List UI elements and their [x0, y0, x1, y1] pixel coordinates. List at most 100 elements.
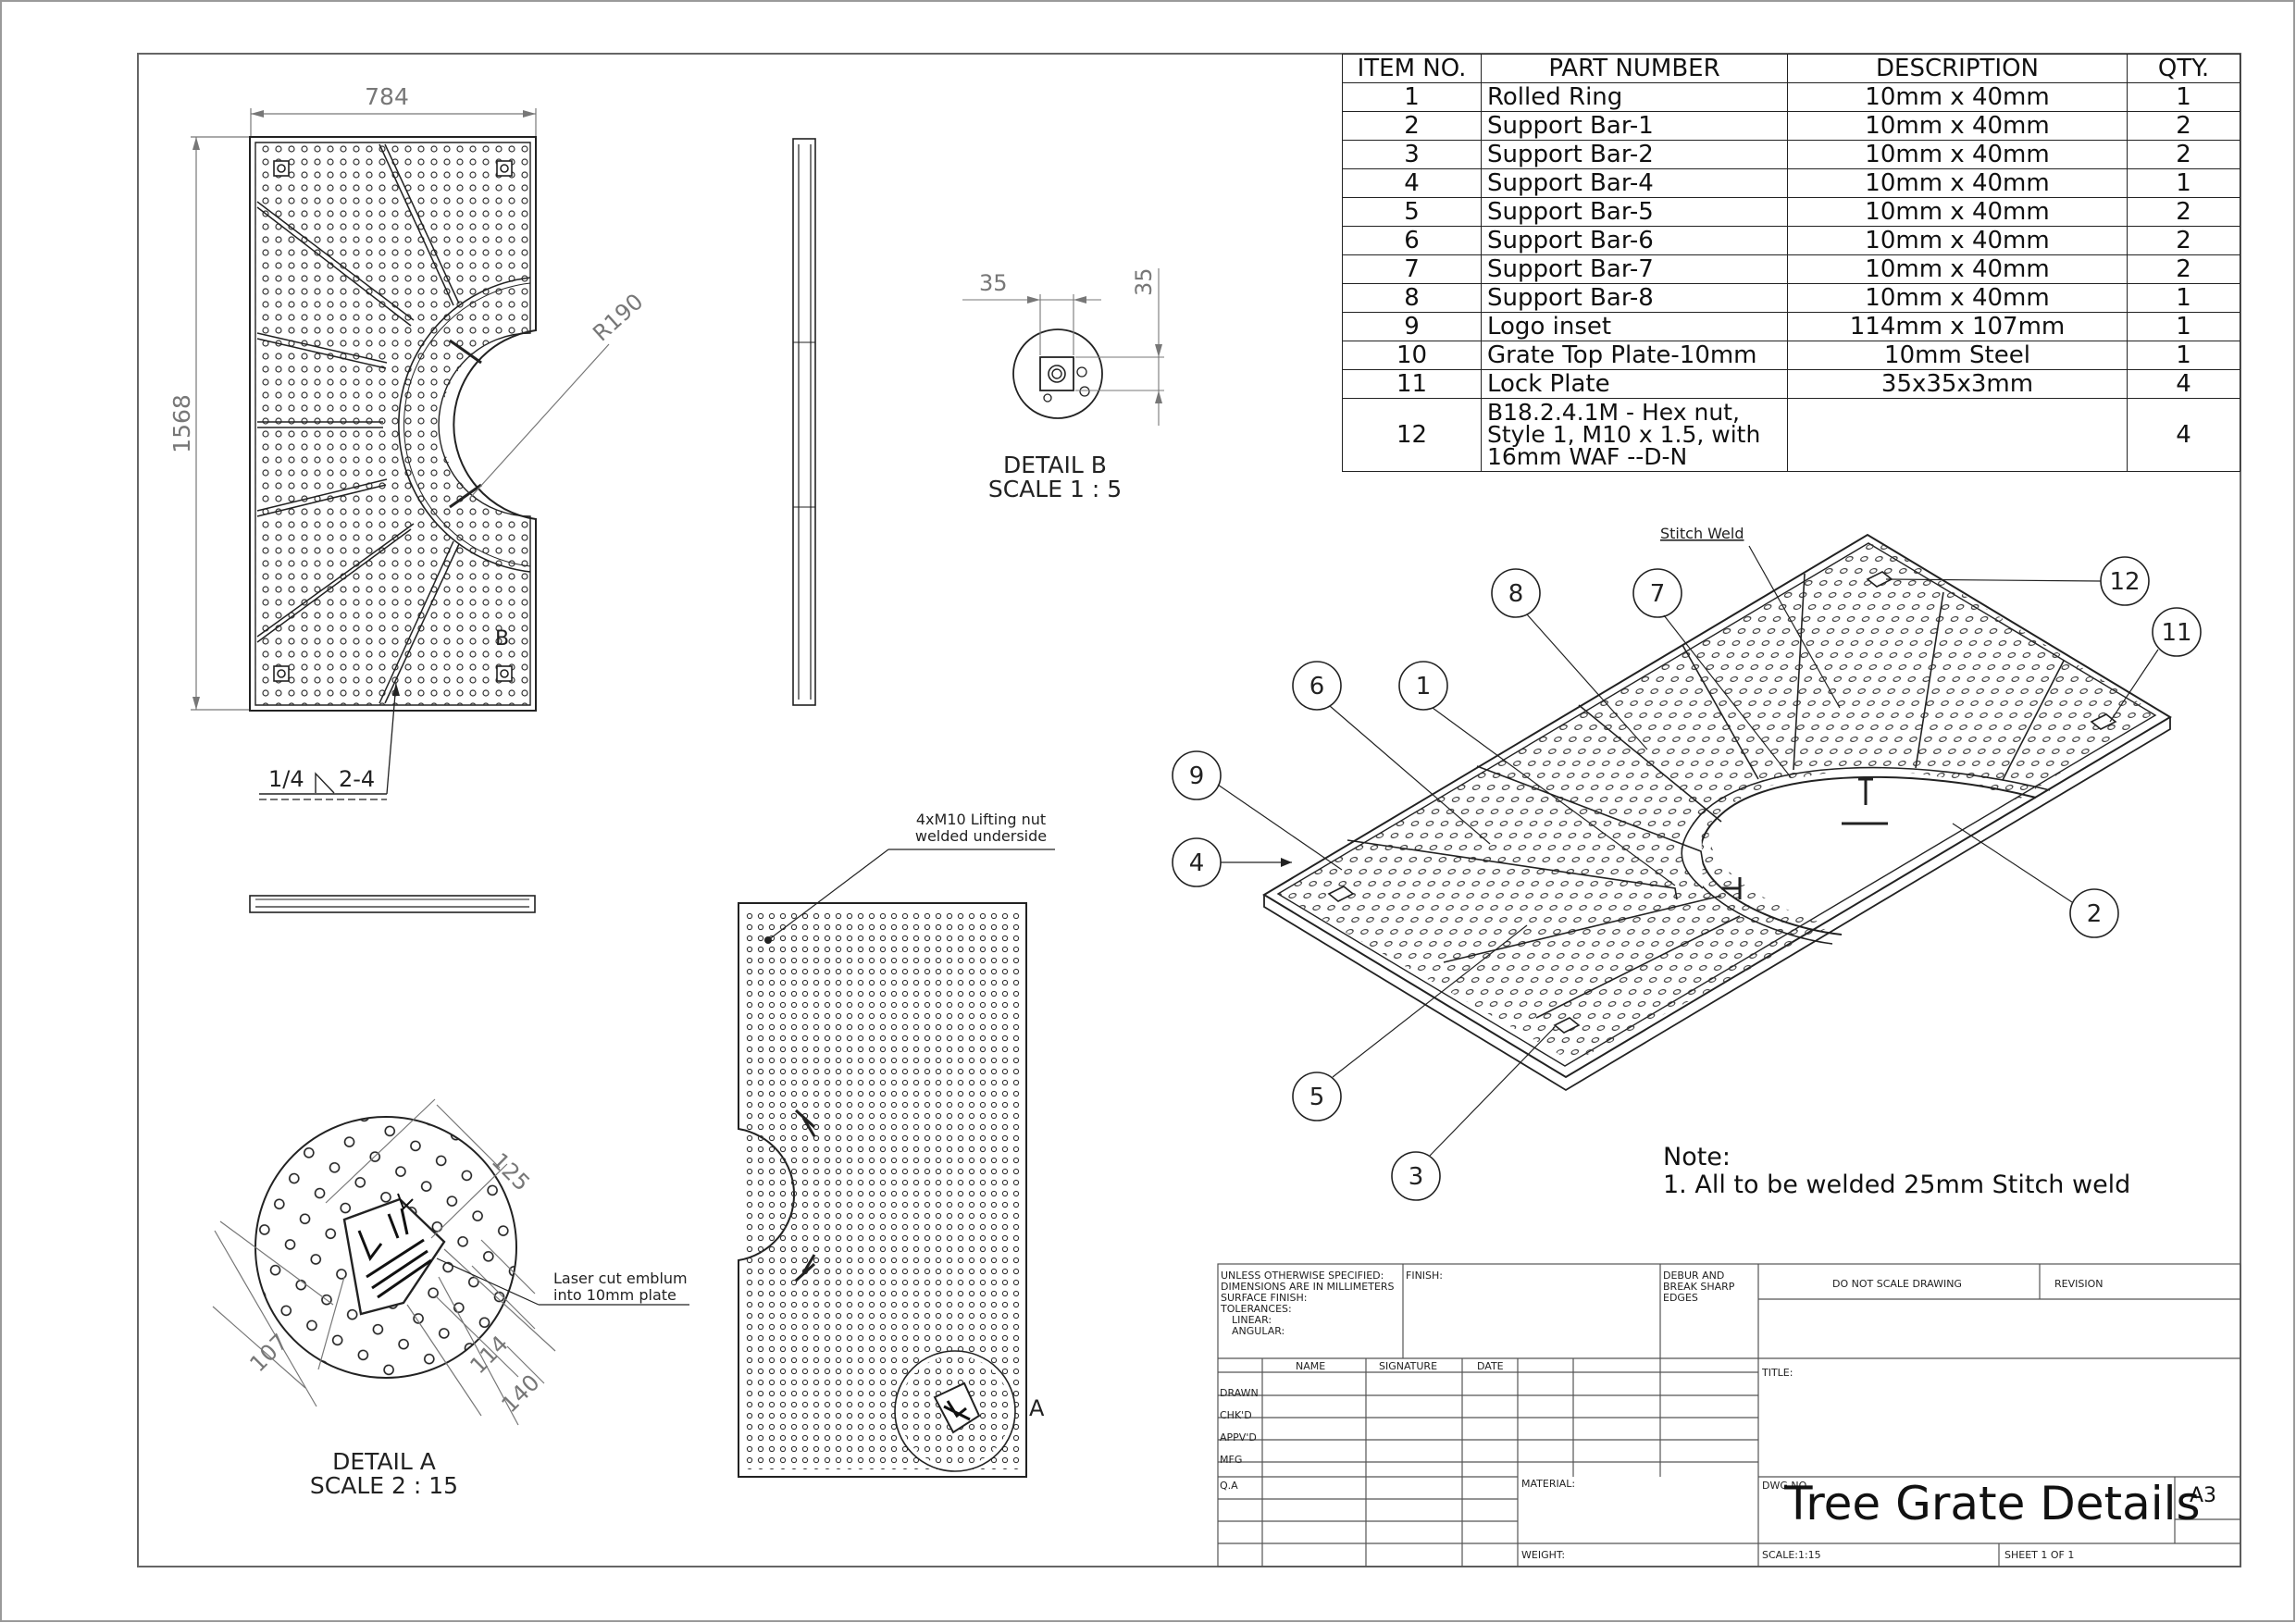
detail-a-title: DETAIL A [332, 1448, 436, 1475]
tb-unless-specified: UNLESS OTHERWISE SPECIFIED: DIMENSIONS A… [1221, 1270, 1395, 1337]
tb-revision: REVISION [2054, 1278, 2104, 1290]
detail-a-marker: A [1029, 1395, 1045, 1421]
tb-material: MATERIAL: [1521, 1478, 1576, 1490]
tb-title-label: TITLE: [1762, 1367, 1793, 1379]
balloon-7: 7 [1650, 580, 1666, 608]
bom-item: 2 [1342, 111, 1482, 141]
bom-header-part: PART NUMBER [1481, 54, 1788, 83]
bom-item: 9 [1342, 312, 1482, 341]
detail-b-marker: B [495, 627, 509, 650]
tb-name: NAME [1296, 1360, 1326, 1372]
bom-header-qty: QTY. [2127, 54, 2240, 83]
bom-qty: 1 [2127, 341, 2240, 370]
bom-part: Support Bar-2 [1481, 140, 1788, 169]
bom-desc: 10mm x 40mm [1787, 111, 2128, 141]
title-block [1217, 1263, 2241, 1567]
bom-desc: 10mm x 40mm [1787, 168, 2128, 198]
bom-part: Grate Top Plate-10mm [1481, 341, 1788, 370]
tb-qa: Q.A [1220, 1480, 1238, 1492]
balloon-labels: 12 11 2 7 8 1 6 9 4 5 3 [1189, 568, 2192, 1191]
tb-unless-5: LINEAR: [1232, 1314, 1272, 1326]
bom-item: 4 [1342, 168, 1482, 198]
balloon-8: 8 [1508, 580, 1524, 608]
bom-desc: 10mm x 40mm [1787, 226, 2128, 255]
bom-desc: 10mm x 40mm [1787, 254, 2128, 284]
bom-item: 6 [1342, 226, 1482, 255]
dim-radius: R190 [588, 289, 648, 347]
balloon-11: 11 [2161, 619, 2191, 647]
bom-qty: 2 [2127, 197, 2240, 227]
tb-debur-3: EDGES [1663, 1292, 1698, 1304]
detail-b-scale: SCALE 1 : 5 [987, 476, 1123, 502]
bom-qty: 4 [2127, 369, 2240, 399]
bom-part: Lock Plate [1481, 369, 1788, 399]
weld-size: 1/4 [268, 766, 304, 792]
detail-a-scale: SCALE 2 : 15 [309, 1472, 459, 1499]
bom-part: Support Bar-6 [1481, 226, 1788, 255]
detail-a: 125 107 114 140 [212, 1098, 689, 1426]
plate-underside-view: A [738, 849, 1055, 1478]
bom-qty: 1 [2127, 283, 2240, 313]
tb-drawn: DRAWN [1220, 1387, 1259, 1399]
dim-height: 1568 [168, 394, 195, 453]
bom-qty: 2 [2127, 226, 2240, 255]
top-view: 784 1568 [168, 83, 648, 800]
bom-qty: 1 [2127, 312, 2240, 341]
detail-b-title: DETAIL B [1003, 452, 1107, 478]
bom-item: 12 [1342, 398, 1482, 472]
inner-border [137, 53, 2241, 1567]
tb-unless-3: SURFACE FINISH: [1221, 1292, 1308, 1304]
bom-part: Support Bar-5 [1481, 197, 1788, 227]
laser-cut-note-2: into 10mm plate [553, 1286, 676, 1304]
bom-qty: 1 [2127, 82, 2240, 112]
tb-unless-6: ANGULAR: [1232, 1325, 1285, 1337]
tb-debur-1: DEBUR AND [1663, 1270, 1725, 1282]
bom-desc: 10mm x 40mm [1787, 140, 2128, 169]
bom-desc [1787, 398, 2128, 472]
bom-item: 7 [1342, 254, 1482, 284]
isometric-view: Stitch Weld [1172, 525, 2202, 1201]
bom-item: 11 [1342, 369, 1482, 399]
bom-item: 3 [1342, 140, 1482, 169]
bom-qty: 4 [2127, 398, 2240, 472]
tb-mfg: MFG [1220, 1454, 1243, 1466]
note-line-1: 1. All to be welded 25mm Stitch weld [1663, 1171, 2131, 1199]
drawing-title: Tree Grate Details [1784, 1477, 2201, 1530]
balloon-9: 9 [1189, 762, 1205, 790]
side-view [792, 138, 816, 706]
bom-desc: 35x35x3mm [1787, 369, 2128, 399]
stitch-weld-label: Stitch Weld [1660, 525, 1744, 542]
bom-part: Support Bar-4 [1481, 168, 1788, 198]
tb-appvd: APPV'D [1220, 1431, 1257, 1443]
tb-finish: FINISH: [1406, 1270, 1444, 1282]
tb-chkd: CHK'D [1220, 1409, 1252, 1421]
bom-item: 1 [1342, 82, 1482, 112]
tb-weight: WEIGHT: [1521, 1549, 1566, 1561]
laser-cut-note-1: Laser cut emblum [553, 1270, 688, 1287]
detail-b: 35 35 [962, 267, 1164, 426]
bom-qty: 2 [2127, 111, 2240, 141]
balloon-12: 12 [2109, 568, 2140, 596]
bom-part: Support Bar-7 [1481, 254, 1788, 284]
balloon-5: 5 [1309, 1084, 1325, 1111]
bom-qty: 2 [2127, 140, 2240, 169]
lifting-nut-note-1: 4xM10 Lifting nut [915, 811, 1047, 828]
tb-unless-1: UNLESS OTHERWISE SPECIFIED: [1221, 1270, 1384, 1282]
tb-debur: DEBUR AND BREAK SHARP EDGES [1663, 1270, 1734, 1304]
detail-a-dim-107: 107 [244, 1329, 292, 1377]
bom-part: Logo inset [1481, 312, 1788, 341]
tb-unless-4: TOLERANCES: [1221, 1303, 1292, 1315]
bom-qty: 2 [2127, 254, 2240, 284]
dim-width: 784 [365, 83, 409, 110]
bom-item: 8 [1342, 283, 1482, 313]
